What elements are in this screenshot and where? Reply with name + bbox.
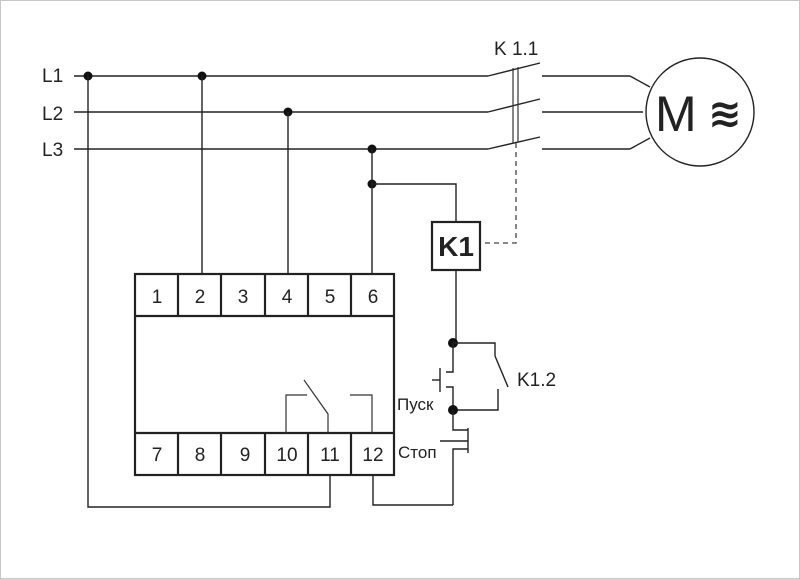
terminal-2: 2 bbox=[195, 287, 206, 308]
phase-label-l3: L3 bbox=[42, 140, 63, 161]
terminal-9: 9 bbox=[240, 445, 251, 466]
contactor-main-label: K 1.1 bbox=[494, 39, 538, 60]
start-button[interactable] bbox=[432, 343, 454, 410]
terminal-5: 5 bbox=[325, 287, 336, 308]
terminal-12: 12 bbox=[362, 445, 383, 466]
terminal-1: 1 bbox=[152, 287, 163, 308]
contactor-aux-contact bbox=[453, 342, 509, 411]
stop-button[interactable] bbox=[440, 410, 469, 505]
contactor-main-contacts bbox=[487, 62, 651, 150]
contactor-coil-label: K1 bbox=[438, 231, 474, 262]
terminal-3: 3 bbox=[238, 287, 249, 308]
wire-l3-to-coil bbox=[372, 183, 457, 222]
contactor-aux-label: K1.2 bbox=[517, 370, 556, 391]
terminal-7: 7 bbox=[152, 445, 163, 466]
mechanical-linkage bbox=[480, 143, 517, 244]
motor-symbol: M ≋ bbox=[645, 57, 755, 167]
phase-control-relay bbox=[133, 272, 396, 477]
motor-letter: M bbox=[655, 86, 697, 142]
terminal-8: 8 bbox=[195, 445, 206, 466]
start-button-label: Пуск bbox=[397, 395, 434, 414]
wire-l1-to-t11 bbox=[87, 76, 331, 508]
contactor-coil bbox=[430, 220, 482, 272]
phase-label-l1: L1 bbox=[42, 66, 63, 87]
terminal-4: 4 bbox=[282, 287, 293, 308]
phase-label-l2: L2 bbox=[42, 104, 63, 125]
terminal-6: 6 bbox=[368, 287, 379, 308]
terminal-11: 11 bbox=[320, 445, 340, 466]
stop-button-label: Стоп bbox=[398, 443, 437, 462]
ac-wave-icon: ≋ bbox=[708, 92, 742, 136]
wire-t12-to-stop bbox=[372, 475, 453, 506]
terminal-10: 10 bbox=[276, 445, 297, 466]
